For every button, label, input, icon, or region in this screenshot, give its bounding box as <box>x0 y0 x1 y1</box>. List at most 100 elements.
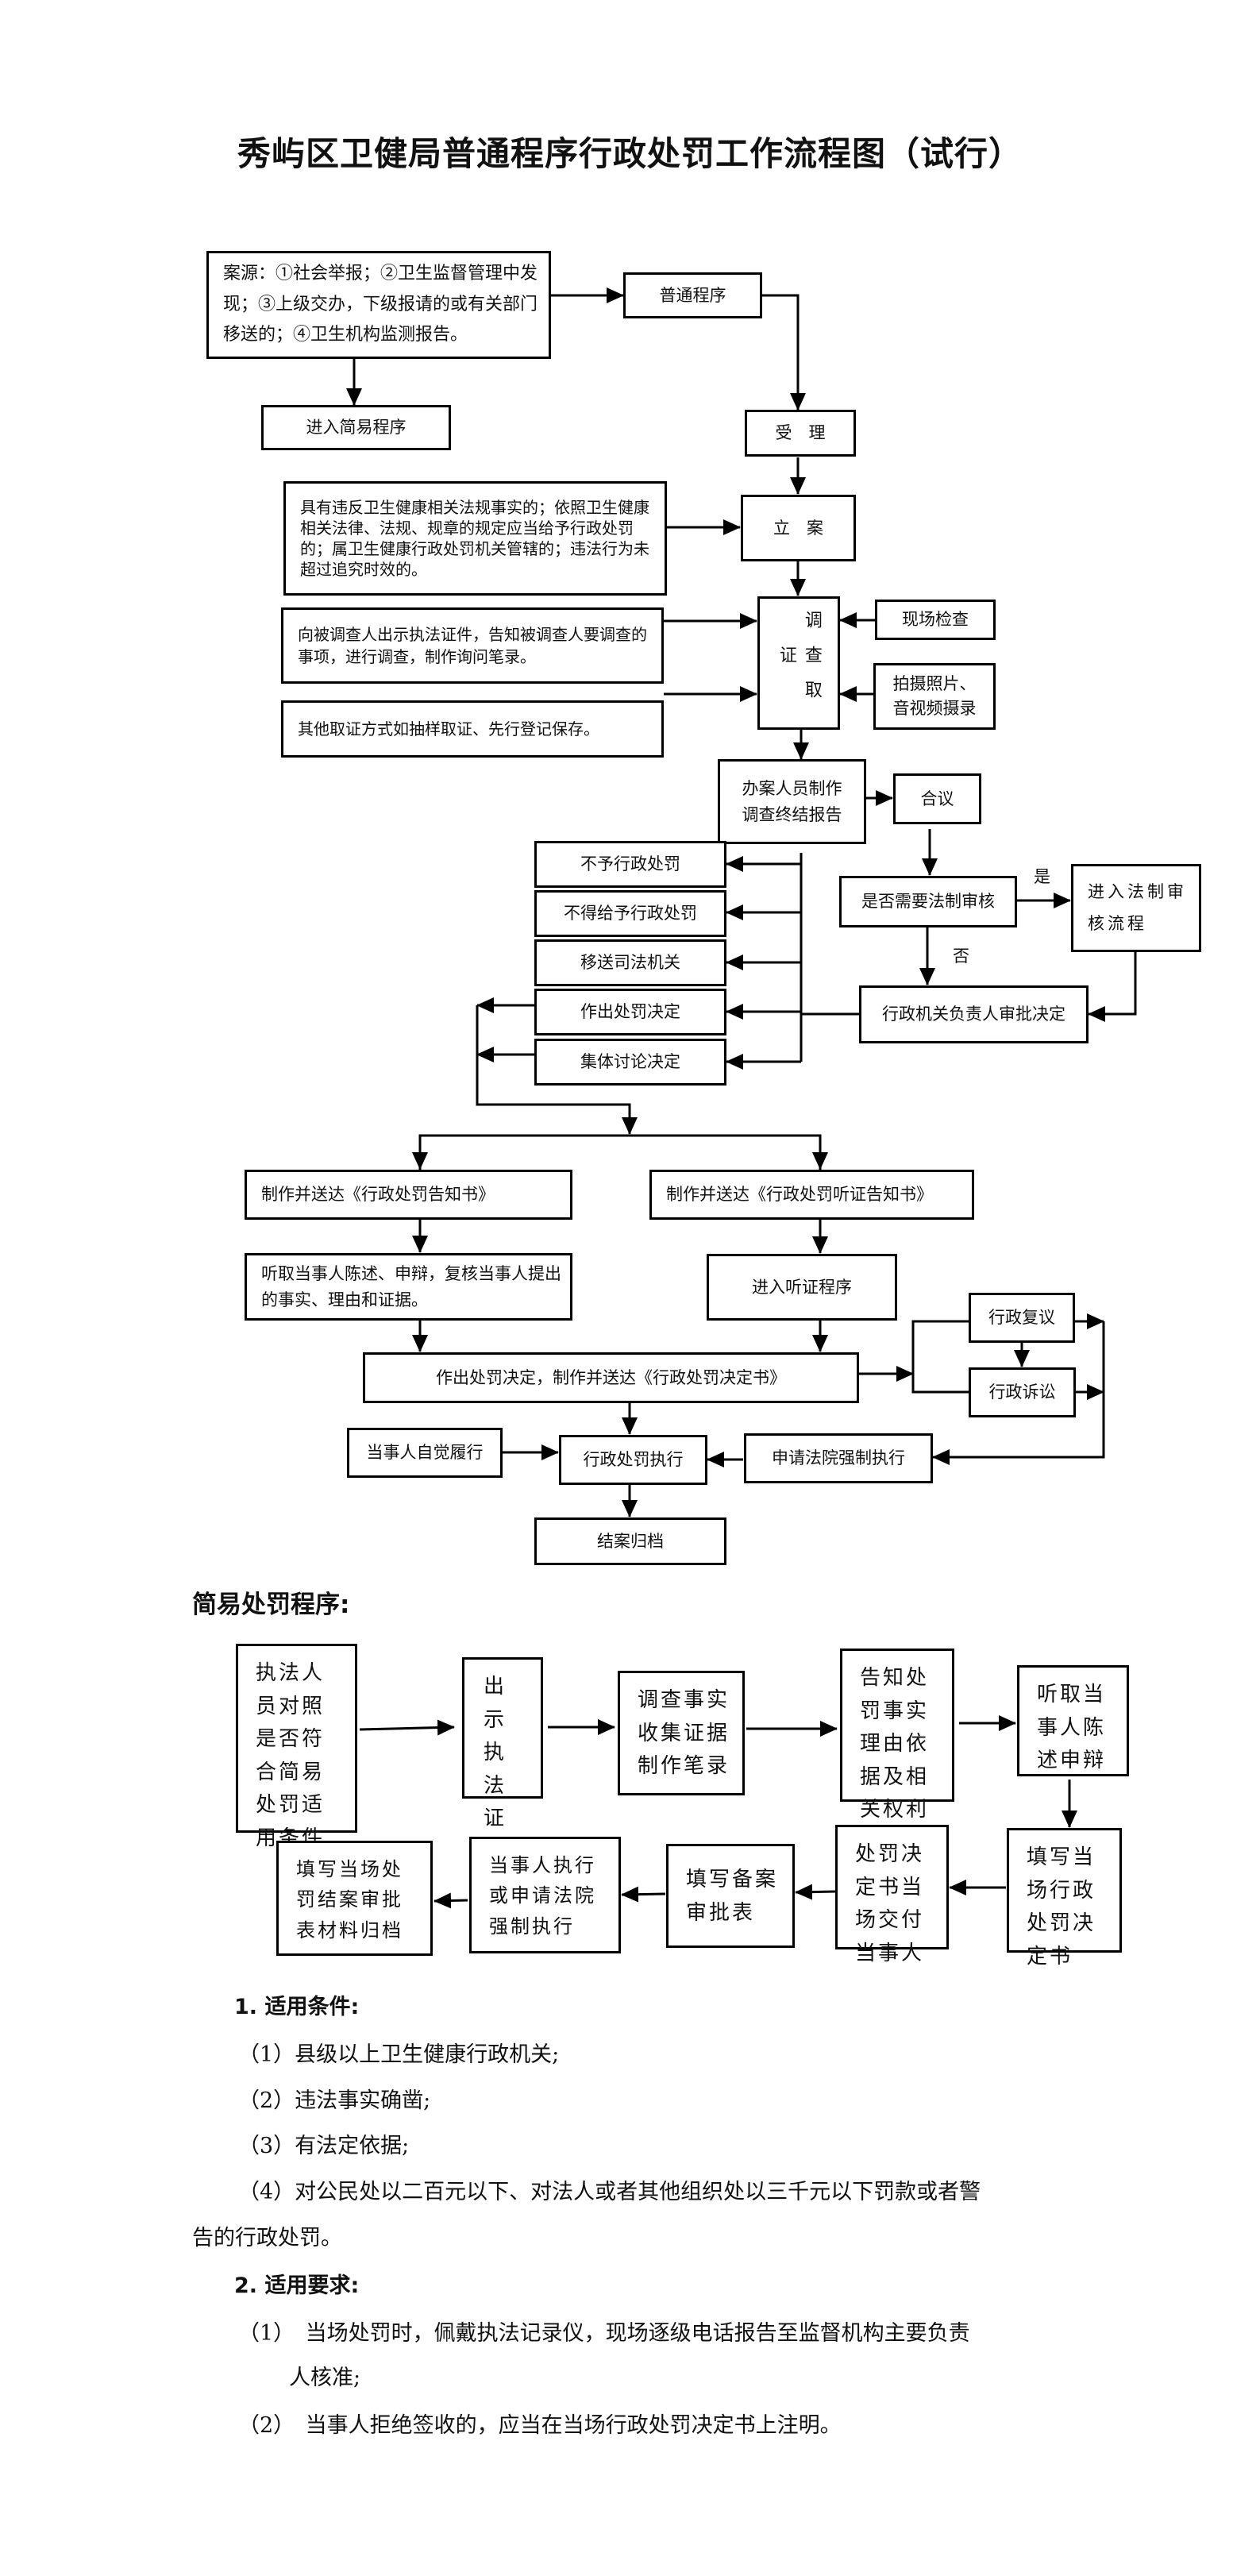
no-label: 否 <box>953 947 969 966</box>
hearing-notice-box: 制作并送达《行政处罚听证告知书》 <box>649 1170 974 1220</box>
simple-step-3: 调查事实收集证据制作笔录 <box>618 1671 745 1795</box>
filing-conditions-box: 具有违反卫生健康相关法规事实的；依照卫生健康相关法律、法规、规章的规定应当给予行… <box>283 481 667 596</box>
hearing-notice-text: 制作并送达《行政处罚听证告知书》 <box>666 1185 933 1205</box>
file-case-box: 立 案 <box>741 495 856 561</box>
legal-review-question-box: 是否需要法制审核 <box>839 876 1017 927</box>
hear-statement-text: 听取当事人陈述、申辩，复核当事人提出的事实、理由和证据。 <box>261 1263 561 1309</box>
decision-text: 移送司法机关 <box>580 953 680 973</box>
arrow-remedy-to-court <box>932 1321 1105 1465</box>
decision-box-no-penalty: 不予行政处罚 <box>534 841 726 888</box>
penalty-notice-text: 制作并送达《行政处罚告知书》 <box>261 1185 495 1205</box>
simple-step-6: 填写当场行政处罚决定书 <box>1007 1828 1122 1969</box>
decision-bus-left <box>476 1005 638 1135</box>
investigate-note-text: 向被调查人出示执法证件，告知被调查人要调查的事项，进行调查，制作询问笔录。 <box>298 625 647 666</box>
simple-procedure-heading: 简易处罚程序: <box>192 1591 350 1619</box>
page-title: 秀屿区卫健局普通程序行政处罚工作流程图（试行） <box>237 134 1023 173</box>
decision-box-collective: 集体讨论决定 <box>534 1039 726 1086</box>
simple-step-1: 执法人员对照是否符合简易处罚适用条件 <box>236 1644 357 1850</box>
site-inspection-box: 现场检查 <box>875 600 996 640</box>
site-inspection-text: 现场检查 <box>902 610 969 630</box>
make-decision-text: 作出处罚决定，制作并送达《行政处罚决定书》 <box>436 1367 786 1387</box>
simple-step-text: 填写当场处罚结案审批表材料归档 <box>296 1858 403 1942</box>
admin-litigation-text: 行政诉讼 <box>988 1382 1056 1402</box>
penalty-execution-box: 行政处罚执行 <box>559 1435 707 1485</box>
condition-item: （4）对公民处以二百元以下、对法人或者其他组织处以三千元以下罚款或者警 <box>238 2180 981 2204</box>
file-case-text: 立 案 <box>773 518 823 538</box>
simple-step-text: 调查事实收集证据制作笔录 <box>638 1688 730 1779</box>
simple-step-9: 当事人执行或申请法院强制执行 <box>469 1837 621 1953</box>
head-approval-text: 行政机关负责人审批决定 <box>882 1005 1065 1024</box>
case-source-box: 案源：①社会举报；②卫生监督管理中发现；③上级交办，下级报请的或有关部门移送的；… <box>206 251 551 359</box>
photo-video-text: 拍摄照片、音视频摄录 <box>892 673 977 719</box>
case-source-text: 案源：①社会举报；②卫生监督管理中发现；③上级交办，下级报请的或有关部门移送的；… <box>223 264 538 345</box>
decision-text: 作出处罚决定 <box>580 1002 680 1022</box>
remedy-bracket <box>911 1320 969 1394</box>
penalty-execution-text: 行政处罚执行 <box>583 1450 684 1470</box>
investigation-text: 调查取证 <box>776 611 822 715</box>
ordinary-procedure-text: 普通程序 <box>659 285 726 305</box>
close-archive-text: 结案归档 <box>597 1531 664 1551</box>
penalty-notice-box: 制作并送达《行政处罚告知书》 <box>245 1170 572 1220</box>
decision-box-transfer-judicial: 移送司法机关 <box>534 939 726 986</box>
legal-review-question-text: 是否需要法制审核 <box>861 892 995 912</box>
simple-step-2: 出示执法证件 <box>462 1657 543 1864</box>
connector-arrow <box>359 1719 455 1736</box>
simple-step-4: 告知处罚事实理由依据及相关权利 <box>840 1649 954 1822</box>
close-archive-box: 结案归档 <box>534 1517 726 1565</box>
admin-reconsideration-box: 行政复议 <box>969 1293 1075 1343</box>
requirements-title: 2. 适用要求: <box>234 2273 360 2298</box>
decision-box-make-penalty: 作出处罚决定 <box>534 989 726 1035</box>
admin-litigation-box: 行政诉讼 <box>969 1367 1076 1417</box>
simple-step-5: 听取当事人陈述申辩 <box>1017 1665 1129 1776</box>
simple-step-10: 填写当场处罚结案审批表材料归档 <box>276 1841 433 1956</box>
filing-conditions-text: 具有违反卫生健康相关法规事实的；依照卫生健康相关法律、法规、规章的规定应当给予行… <box>300 498 649 579</box>
enter-simple-procedure-text: 进入简易程序 <box>306 418 407 438</box>
simple-step-text: 当事人执行或申请法院强制执行 <box>489 1854 596 1938</box>
simple-step-text: 听取当事人陈述申辩 <box>1037 1683 1107 1773</box>
requirement-item: （1） 当场处罚时，佩戴执法记录仪，现场逐级电话报告至监督机构主要负责 <box>238 2321 970 2346</box>
court-enforcement-box: 申请法院强制执行 <box>744 1433 933 1483</box>
condition-item-wrap: 告的行政处罚。 <box>192 2226 342 2250</box>
final-report-box: 办案人员制作调查终结报告 <box>718 759 866 844</box>
deliberation-text: 合议 <box>920 789 954 808</box>
final-report-text: 办案人员制作调查终结报告 <box>742 778 842 824</box>
decision-text: 不予行政处罚 <box>580 854 680 874</box>
conditions-title: 1. 适用条件: <box>234 1995 360 2019</box>
simple-step-text: 填写备案审批表 <box>686 1868 779 1925</box>
condition-item: （1）县级以上卫生健康行政机关; <box>238 2042 560 2067</box>
enter-legal-review-text: 进入法制审核流程 <box>1088 881 1187 933</box>
simple-step-8: 填写备案审批表 <box>666 1844 795 1948</box>
requirement-item-wrap: 人核准; <box>289 2366 361 2390</box>
head-approval-box: 行政机关负责人审批决定 <box>859 985 1089 1043</box>
admin-reconsideration-text: 行政复议 <box>988 1308 1055 1328</box>
simple-step-text: 处罚决定书当场交付当事人 <box>855 1842 925 1965</box>
photo-video-box: 拍摄照片、音视频摄录 <box>873 663 996 730</box>
simple-step-7: 处罚决定书当场交付当事人 <box>835 1825 949 1965</box>
decision-text: 集体讨论决定 <box>580 1052 680 1072</box>
simple-step-text: 填写当场行政处罚决定书 <box>1027 1845 1096 1969</box>
connector-arrow <box>621 1886 666 1903</box>
enter-hearing-text: 进入听证程序 <box>752 1277 852 1297</box>
deliberation-box: 合议 <box>893 773 981 824</box>
hear-statement-box: 听取当事人陈述、申辩，复核当事人提出的事实、理由和证据。 <box>245 1253 572 1321</box>
other-evidence-text: 其他取证方式如抽样取证、先行登记保存。 <box>298 719 599 738</box>
decision-box-must-not-penalize: 不得给予行政处罚 <box>534 890 726 937</box>
simple-step-text: 执法人员对照是否符合简易处罚适用条件 <box>256 1661 326 1850</box>
ordinary-procedure-box: 普通程序 <box>623 272 762 318</box>
court-enforcement-text: 申请法院强制执行 <box>772 1448 905 1468</box>
other-evidence-box: 其他取证方式如抽样取证、先行登记保存。 <box>281 700 664 758</box>
investigate-note-box: 向被调查人出示执法证件，告知被调查人要调查的事项，进行调查，制作询问笔录。 <box>281 607 664 684</box>
voluntary-performance-box: 当事人自觉履行 <box>347 1428 503 1478</box>
make-decision-box: 作出处罚决定，制作并送达《行政处罚决定书》 <box>363 1352 859 1403</box>
arrow-ordinary-to-accept <box>762 294 806 411</box>
voluntary-performance-text: 当事人自觉履行 <box>366 1443 484 1463</box>
accept-box: 受 理 <box>745 410 856 457</box>
simple-step-text: 告知处罚事实理由依据及相关权利 <box>860 1666 930 1822</box>
enter-hearing-box: 进入听证程序 <box>707 1254 897 1321</box>
condition-item: （2）违法事实确凿; <box>238 2088 431 2113</box>
arrow-review-to-approval <box>1088 952 1137 1022</box>
investigation-box: 调查取证 <box>757 596 840 730</box>
enter-simple-procedure-box: 进入简易程序 <box>261 405 451 450</box>
